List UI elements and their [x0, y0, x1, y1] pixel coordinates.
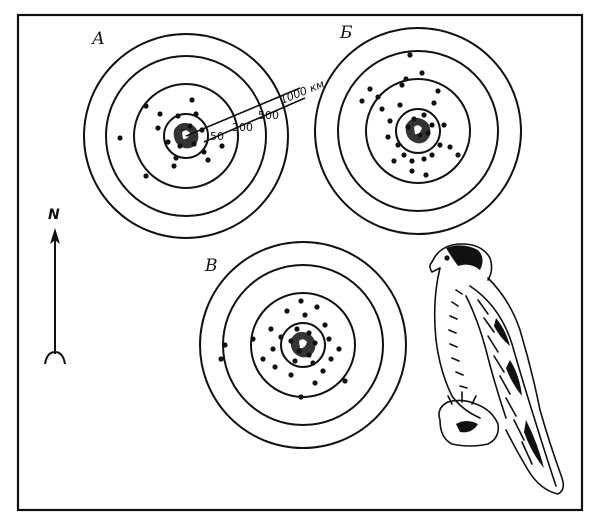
- target-panel-a: А: [83, 29, 289, 239]
- recovery-point: [250, 336, 256, 342]
- target-panel-b: Б: [314, 23, 522, 235]
- recovery-point: [399, 82, 405, 88]
- scale-label-500: 500: [258, 109, 279, 122]
- recovery-point: [437, 142, 443, 148]
- recovery-point: [328, 356, 334, 362]
- recovery-point: [379, 106, 385, 112]
- recovery-point: [268, 326, 274, 332]
- recovery-point: [294, 326, 300, 332]
- recovery-point: [288, 372, 294, 378]
- recovery-point: [395, 142, 401, 148]
- recovery-point: [409, 168, 415, 174]
- recovery-point: [292, 358, 298, 364]
- recovery-point: [419, 70, 425, 76]
- recovery-point: [284, 308, 290, 314]
- recovery-point: [326, 336, 332, 342]
- ring-500km: [337, 50, 499, 212]
- recovery-point: [435, 88, 441, 94]
- panel-label-b: Б: [339, 23, 353, 43]
- recovery-point: [455, 152, 461, 158]
- recovery-point: [429, 152, 435, 158]
- recovery-point: [359, 98, 365, 104]
- recovery-point: [342, 378, 348, 384]
- scale-label-200: 200: [232, 121, 253, 134]
- recovery-point: [314, 304, 320, 310]
- ring-50km: [163, 113, 209, 159]
- recovery-points-a: [117, 97, 225, 179]
- recovery-point: [175, 113, 181, 119]
- recovery-point: [312, 380, 318, 386]
- recovery-point: [302, 312, 308, 318]
- recovery-point: [143, 173, 149, 179]
- recovery-point: [193, 111, 199, 117]
- recovery-point: [421, 156, 427, 162]
- ring-50km: [280, 322, 326, 368]
- recovery-point: [272, 364, 278, 370]
- scale-line: [185, 87, 301, 137]
- recovery-points-b: [359, 52, 461, 178]
- recovery-points-v: [218, 298, 348, 400]
- ring-50km: [395, 108, 441, 154]
- north-arrow-icon: N: [44, 207, 66, 365]
- panel-label-a: А: [91, 29, 105, 49]
- recovery-point: [298, 394, 304, 400]
- ring-200km: [365, 78, 471, 184]
- recovery-point: [322, 322, 328, 328]
- recovery-point: [391, 158, 397, 164]
- central-cluster-highlight: [414, 125, 422, 135]
- recovery-point: [429, 122, 435, 128]
- recovery-point: [157, 111, 163, 117]
- recovery-point: [165, 139, 171, 145]
- recovery-point: [367, 86, 373, 92]
- recovery-point: [407, 52, 413, 58]
- scale-label-50: 50: [210, 130, 224, 143]
- recovery-point: [155, 125, 161, 131]
- panel-label-v: В: [204, 256, 218, 276]
- recovery-point: [401, 152, 407, 158]
- diagram-frame: [16, 13, 584, 512]
- recovery-point: [385, 134, 391, 140]
- recovery-point: [222, 342, 228, 348]
- recovery-point: [143, 103, 149, 109]
- recovery-point: [201, 149, 207, 155]
- recovery-point: [409, 158, 415, 164]
- north-label: N: [48, 207, 60, 223]
- recovery-point: [278, 334, 284, 340]
- ring-1000km: [199, 241, 407, 449]
- falcon-icon: [429, 243, 565, 495]
- ring-1000km: [314, 27, 522, 235]
- recovery-point: [270, 346, 276, 352]
- recovery-point: [387, 118, 393, 124]
- ring-1000km: [83, 33, 289, 239]
- recovery-point: [403, 76, 409, 82]
- target-panel-v: В: [199, 241, 407, 449]
- recovery-point: [447, 144, 453, 150]
- ring-200km: [133, 83, 239, 189]
- recovery-point: [219, 143, 225, 149]
- recovery-point: [171, 163, 177, 169]
- recovery-point: [423, 172, 429, 178]
- recovery-point: [397, 102, 403, 108]
- recovery-point: [441, 122, 447, 128]
- recovery-point: [260, 356, 266, 362]
- recovery-point: [173, 155, 179, 161]
- recovery-point: [320, 368, 326, 374]
- recovery-point: [218, 356, 224, 362]
- recovery-point: [375, 94, 381, 100]
- recovery-point: [189, 97, 195, 103]
- recovery-point: [336, 346, 342, 352]
- ring-500km: [105, 55, 267, 217]
- recovery-point: [205, 157, 211, 163]
- recovery-point: [298, 298, 304, 304]
- central-cluster-highlight: [299, 339, 307, 349]
- recovery-point: [310, 360, 316, 366]
- recovery-point: [117, 135, 123, 141]
- recovery-point: [431, 100, 437, 106]
- scale-line-lower: [203, 97, 306, 143]
- recovery-point: [421, 112, 427, 118]
- central-cluster-highlight: [182, 130, 190, 140]
